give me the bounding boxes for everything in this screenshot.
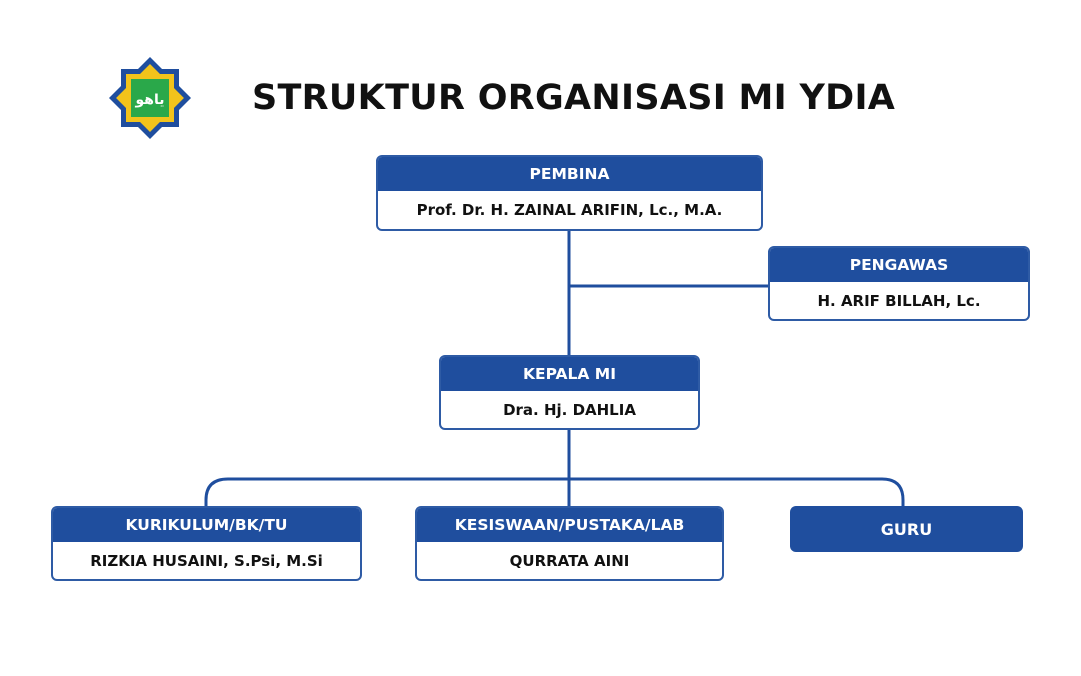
kesiswaan-box: KESISWAAN/PUSTAKA/LAB QURRATA AINI (415, 506, 724, 581)
logo-emblem: ياهو (108, 56, 192, 140)
kepala-box: KEPALA MI Dra. Hj. DAHLIA (439, 355, 700, 430)
kurikulum-role: KURIKULUM/BK/TU (53, 508, 360, 542)
kesiswaan-name: QURRATA AINI (509, 551, 630, 570)
logo-text: ياهو (135, 92, 165, 108)
pengawas-name: H. ARIF BILLAH, Lc. (817, 291, 981, 310)
kurikulum-box: KURIKULUM/BK/TU RIZKIA HUSAINI, S.Psi, M… (51, 506, 362, 581)
guru-role: GURU (880, 519, 933, 539)
logo-center-square (131, 79, 169, 117)
pembina-box: PEMBINA Prof. Dr. H. ZAINAL ARIFIN, Lc.,… (376, 155, 763, 231)
kepala-role: KEPALA MI (441, 357, 698, 391)
connector-staff-bus (204, 477, 905, 507)
kesiswaan-role: KESISWAAN/PUSTAKA/LAB (417, 508, 722, 542)
page-title: STRUKTUR ORGANISASI MI YDIA (252, 78, 896, 118)
pembina-role: PEMBINA (378, 157, 761, 191)
kepala-name: Dra. Hj. DAHLIA (503, 400, 636, 419)
pengawas-role: PENGAWAS (770, 248, 1028, 282)
pengawas-box: PENGAWAS H. ARIF BILLAH, Lc. (768, 246, 1030, 321)
kurikulum-name: RIZKIA HUSAINI, S.Psi, M.Si (90, 551, 323, 570)
school-logo: ياهو (104, 52, 196, 144)
pembina-name: Prof. Dr. H. ZAINAL ARIFIN, Lc., M.A. (416, 201, 723, 219)
guru-box: GURU (790, 506, 1023, 552)
